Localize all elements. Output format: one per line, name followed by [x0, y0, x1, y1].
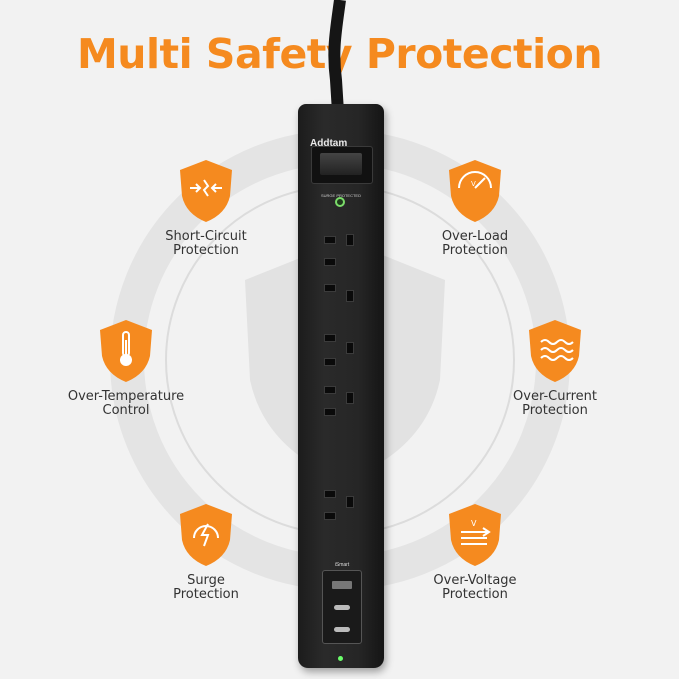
waves-icon — [529, 320, 581, 382]
protection-led — [335, 197, 345, 207]
usb-a-port — [332, 581, 352, 589]
usb-panel: iSmart — [322, 562, 362, 644]
outlet-6 — [322, 384, 360, 404]
svg-text:V: V — [471, 180, 476, 188]
usb-c-port-2 — [334, 627, 350, 632]
feature-over-load: V Over-Load Protection — [400, 158, 550, 258]
feature-over-temperature: Over-Temperature Control — [51, 318, 201, 418]
usb-led — [338, 656, 343, 661]
brand-logo: Addtam — [310, 138, 348, 149]
voltage-arrows-icon: V — [449, 504, 501, 566]
feature-label: Over-Current Protection — [513, 389, 597, 418]
feature-label: Over-Load Protection — [441, 229, 509, 258]
outlet-1 — [322, 232, 360, 250]
outlet-5 — [322, 354, 360, 372]
switch-rocker — [320, 153, 362, 175]
power-switch[interactable] — [311, 146, 373, 184]
outlet-9 — [322, 508, 360, 526]
feature-label: Over-Voltage Protection — [433, 573, 517, 602]
outlet-4 — [322, 332, 360, 354]
outlet-3 — [322, 280, 360, 302]
feature-label: Over-Temperature Control — [67, 389, 185, 418]
gauge-icon: V — [449, 160, 501, 222]
usb-label: iSmart — [334, 562, 350, 568]
feature-over-current: Over-Current Protection — [480, 318, 630, 418]
feature-label: Short-Circuit Protection — [165, 229, 247, 258]
lightning-icon — [180, 504, 232, 566]
feature-surge: Surge Protection — [131, 502, 281, 602]
feature-short-circuit: Short-Circuit Protection — [131, 158, 281, 258]
short-circuit-icon — [180, 160, 232, 222]
feature-over-voltage: V Over-Voltage Protection — [400, 502, 550, 602]
outlet-2 — [322, 254, 360, 272]
power-strip: Addtam SURGE PROTECTED iSmart — [298, 104, 384, 668]
svg-text:V: V — [471, 519, 477, 528]
feature-label: Surge Protection — [173, 573, 239, 602]
thermometer-icon — [100, 320, 152, 382]
surge-label: SURGE PROTECTED — [320, 193, 361, 198]
usb-c-port-1 — [334, 605, 350, 610]
power-cord — [328, 0, 346, 112]
outlet-7 — [322, 404, 360, 422]
outlet-8 — [322, 488, 360, 508]
